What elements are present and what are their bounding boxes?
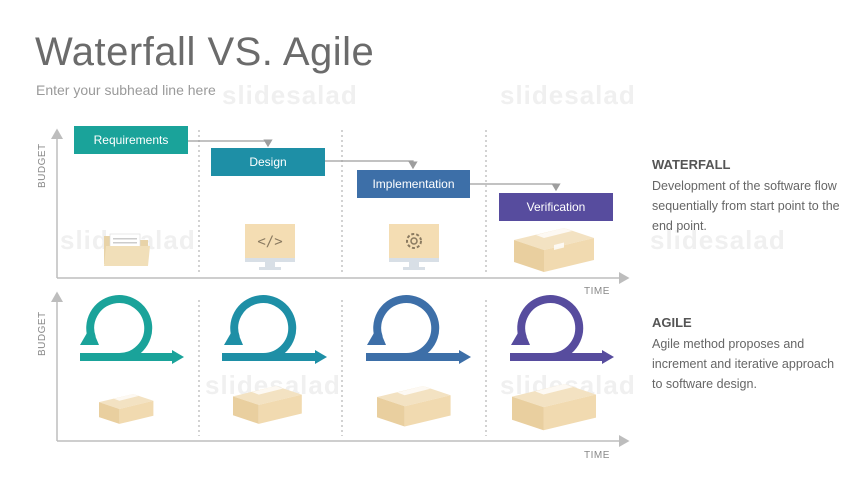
loop-icon	[510, 295, 605, 362]
loop-icon	[366, 295, 462, 362]
waterfall-connectors	[188, 139, 561, 192]
budget-axis-label: BUDGET	[37, 143, 48, 188]
box-icon	[514, 228, 594, 272]
svg-text:</>: </>	[257, 234, 282, 250]
page-title: Waterfall VS. Agile	[35, 30, 375, 74]
box-icon	[377, 386, 451, 427]
box-icon	[99, 394, 154, 424]
box-icon	[512, 384, 596, 431]
waterfall-axes	[51, 128, 630, 284]
loop-icon	[80, 295, 175, 362]
gear-monitor-icon	[389, 224, 439, 270]
agile-axes	[51, 291, 630, 447]
loop-icon	[222, 295, 318, 362]
step-implementation: Implementation	[357, 170, 470, 198]
watermark: slidesalad	[650, 225, 786, 255]
waterfall-heading: WATERFALL	[652, 157, 731, 172]
budget-axis-label: BUDGET	[37, 311, 48, 356]
step-verification: Verification	[499, 193, 613, 221]
agile-description: Agile method proposes and increment and …	[652, 337, 835, 391]
folder-icon	[104, 233, 150, 266]
watermark: slidesalad	[500, 80, 636, 110]
waterfall-description: Development of the software flow sequent…	[652, 179, 840, 233]
agile-heading: AGILE	[652, 315, 692, 330]
watermark: slidesalad	[222, 80, 358, 110]
time-axis-label: TIME	[584, 450, 610, 461]
code-monitor-icon: </>	[245, 224, 295, 270]
step-design: Design	[211, 148, 325, 176]
column-dividers	[198, 130, 487, 436]
agile-loops	[80, 295, 614, 364]
box-icon	[233, 386, 302, 424]
step-requirements: Requirements	[74, 126, 188, 154]
time-axis-label: TIME	[584, 286, 610, 297]
page-subhead: Enter your subhead line here	[36, 82, 216, 98]
